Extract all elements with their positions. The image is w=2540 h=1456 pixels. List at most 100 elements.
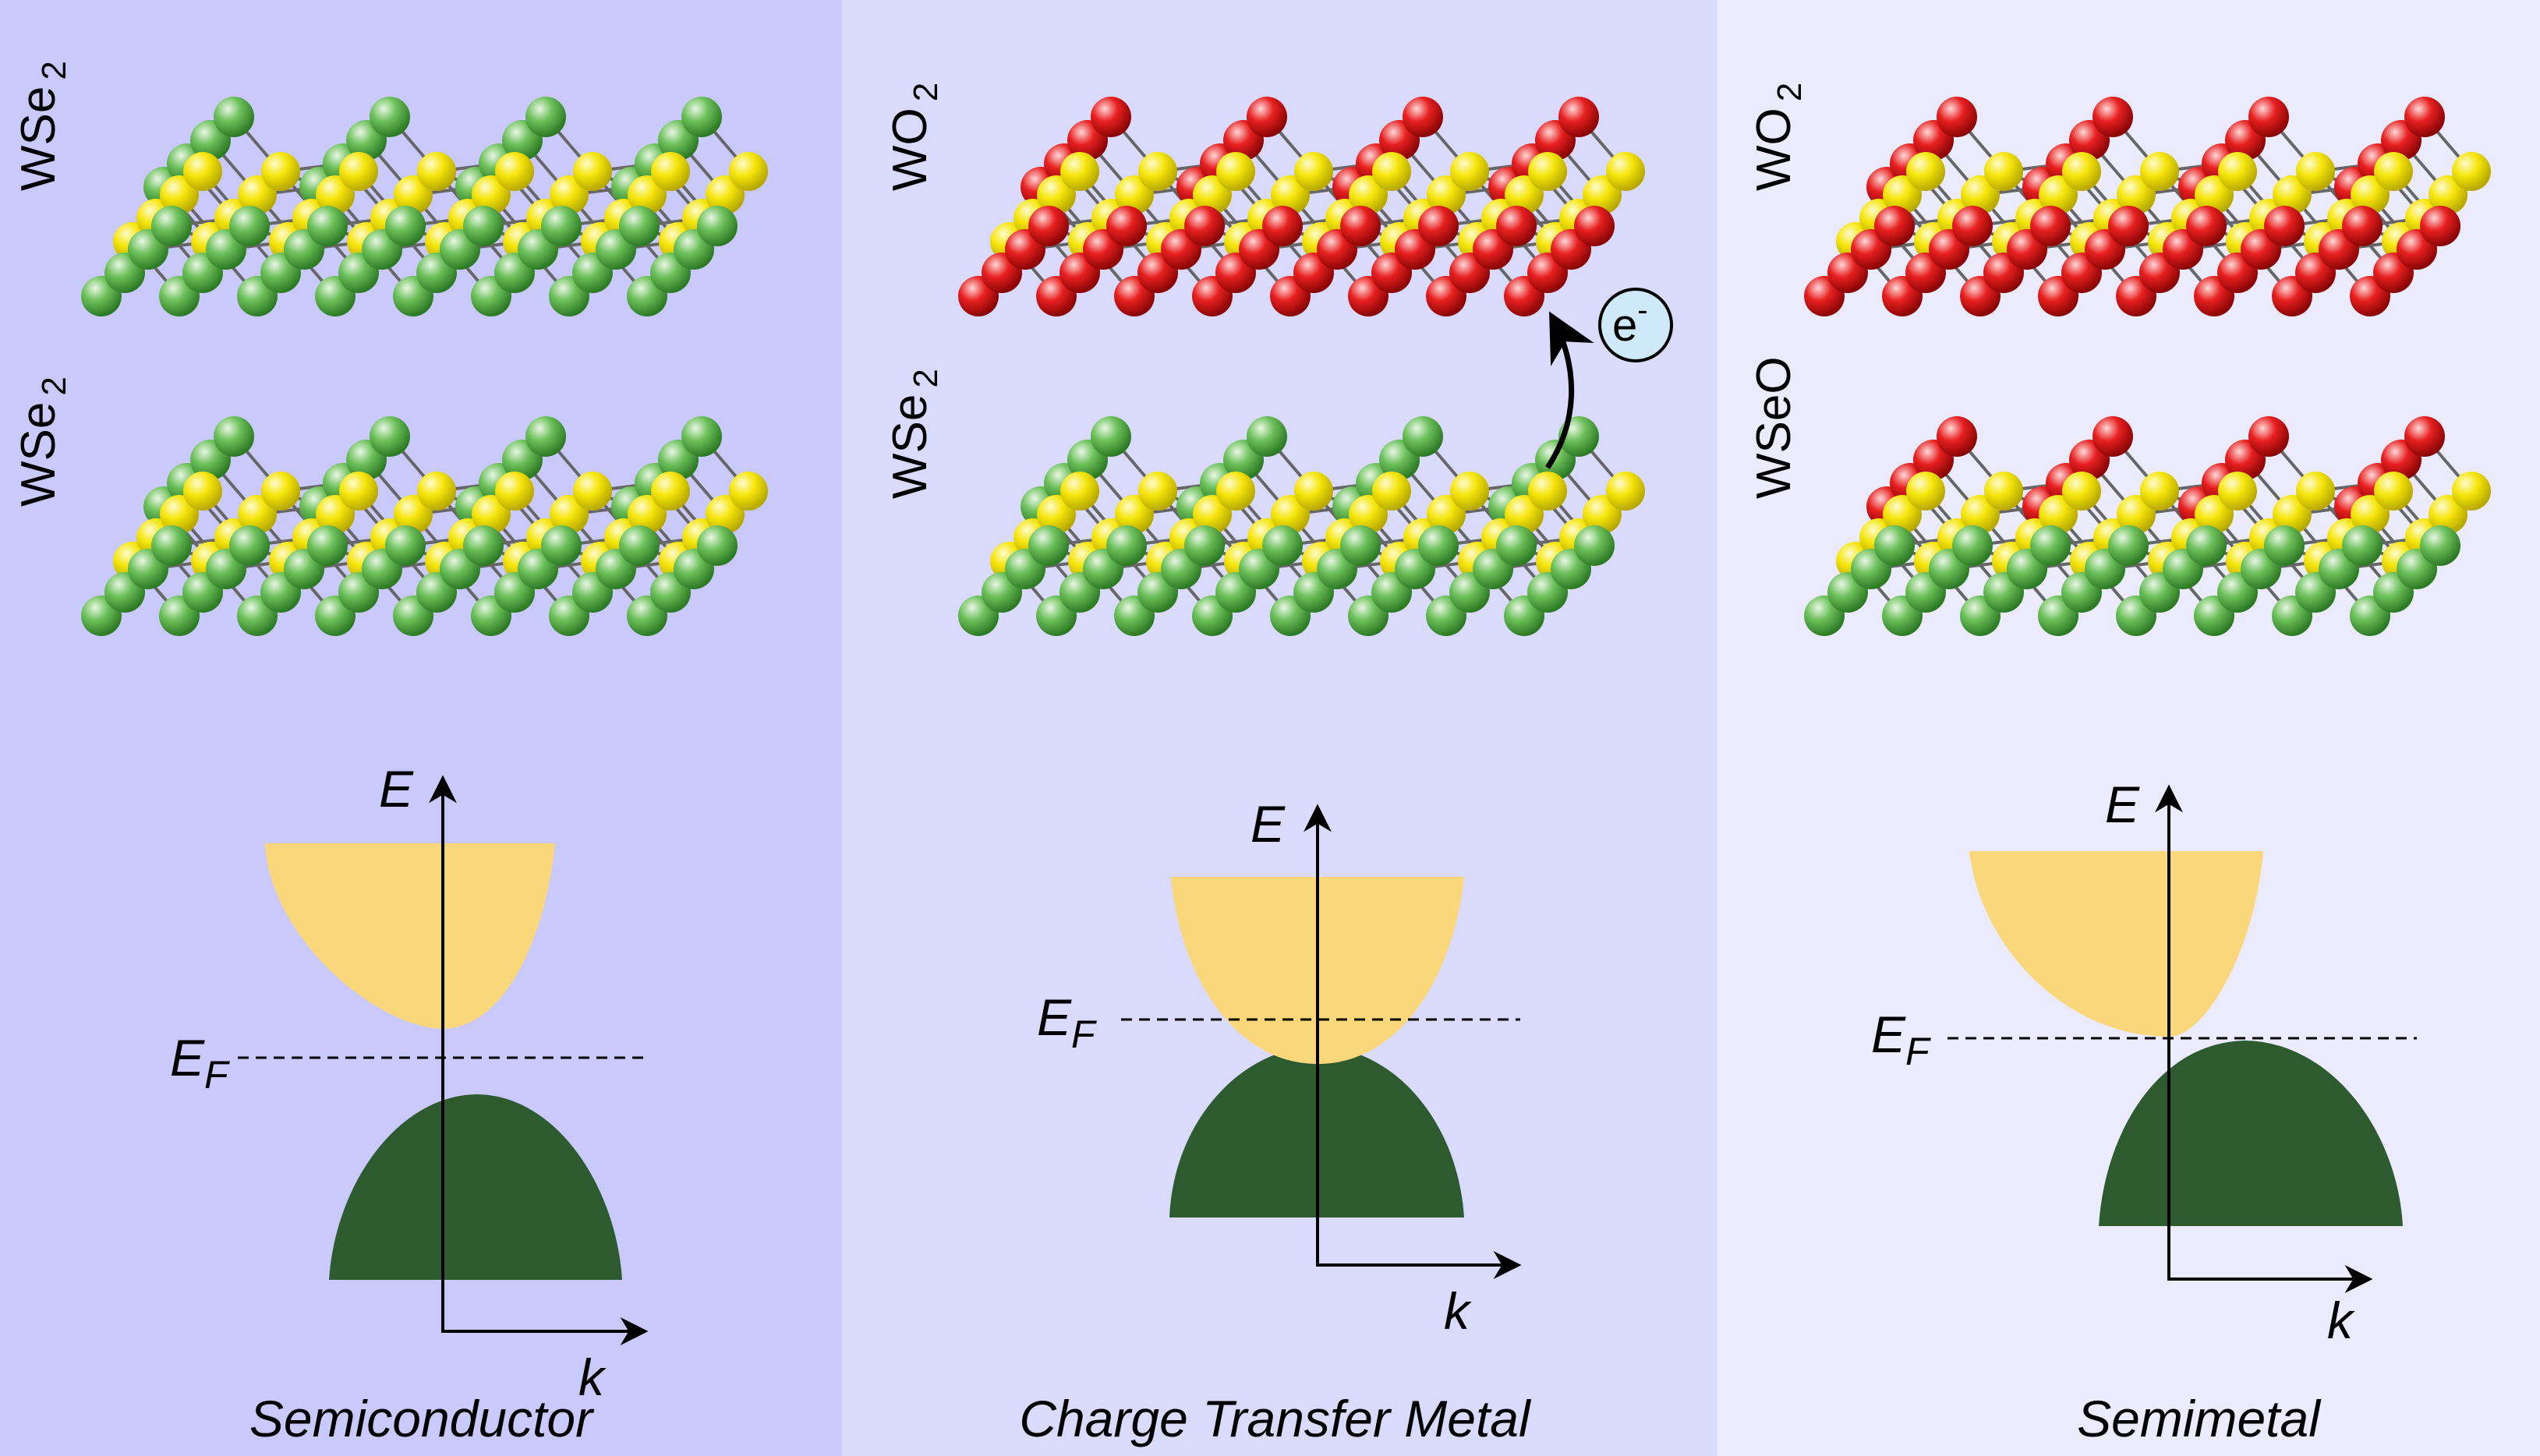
selenium-atom xyxy=(1262,525,1303,566)
selenium-atom xyxy=(525,416,566,457)
oxygen-atom xyxy=(1247,97,1287,137)
tungsten-atom xyxy=(1606,472,1645,511)
oxygen-atom xyxy=(1937,97,1977,137)
layer-label-p0-top: WSe2 xyxy=(12,61,73,191)
svg-text:WSe2: WSe2 xyxy=(12,376,73,507)
selenium-atom xyxy=(214,416,254,457)
lattice-p0-bottom xyxy=(81,416,768,636)
tungsten-atom xyxy=(1606,152,1645,191)
selenium-atom xyxy=(370,416,410,457)
selenium-atom xyxy=(681,416,722,457)
lattice-p1-bottom xyxy=(958,416,1645,636)
selenium-atom xyxy=(525,97,566,137)
selenium-atom xyxy=(151,525,192,566)
band-diagram-semiconductor: E k EF Semiconductor xyxy=(170,760,649,1447)
selenium-atom xyxy=(307,525,348,566)
lattice-p0-top xyxy=(81,97,768,316)
fermi-label: EF xyxy=(1871,1005,1931,1073)
energy-axis-label: E xyxy=(1251,795,1286,853)
selenium-atom xyxy=(229,525,270,566)
tungsten-atom xyxy=(1984,152,2023,191)
conduction-band xyxy=(1969,851,2263,1037)
lattice-p1-top xyxy=(958,97,1645,316)
oxygen-atom xyxy=(1574,206,1615,246)
selenium-atom xyxy=(2264,525,2305,566)
layer-label-p0-bottom: WSe2 xyxy=(12,376,73,507)
oxygen-atom xyxy=(1403,97,1443,137)
tungsten-atom xyxy=(2296,152,2335,191)
selenium-atom xyxy=(2186,525,2227,566)
selenium-atom xyxy=(619,206,660,246)
tungsten-atom xyxy=(417,472,456,511)
band-diagram-semimetal: E k EF Semimetal xyxy=(1871,776,2417,1447)
selenium-atom xyxy=(697,525,738,566)
oxygen-atom xyxy=(1262,206,1303,246)
tungsten-atom xyxy=(1984,472,2023,511)
oxygen-atom xyxy=(1874,206,1915,246)
caption-charge-transfer-metal: Charge Transfer Metal xyxy=(1019,1390,1532,1447)
selenium-atom xyxy=(2108,525,2149,566)
band-diagram-charge-transfer-metal: E k EF Charge Transfer Metal xyxy=(1019,795,1532,1447)
selenium-atom xyxy=(2420,525,2460,566)
conduction-band xyxy=(265,843,555,1029)
tungsten-atom xyxy=(729,472,768,511)
selenium-atom xyxy=(385,206,426,246)
selenium-atom xyxy=(1247,416,1287,457)
tungsten-atom xyxy=(1528,152,1567,191)
tungsten-atom xyxy=(2452,472,2491,511)
tungsten-atom xyxy=(261,152,300,191)
tungsten-atom xyxy=(183,472,222,511)
oxygen-atom xyxy=(1952,206,1993,246)
caption-semimetal: Semimetal xyxy=(2077,1390,2322,1447)
selenium-atom xyxy=(229,206,270,246)
valence-band xyxy=(329,1094,622,1280)
selenium-atom xyxy=(1028,525,1069,566)
oxygen-atom xyxy=(1091,97,1131,137)
momentum-axis-label: k xyxy=(578,1348,607,1406)
oxygen-atom xyxy=(1184,206,1225,246)
tungsten-atom xyxy=(651,152,690,191)
selenium-atom xyxy=(2030,525,2071,566)
oxygen-atom xyxy=(2030,206,2071,246)
svg-text:WSe2: WSe2 xyxy=(883,369,945,499)
selenium-atom xyxy=(1340,525,1381,566)
momentum-axis-label: k xyxy=(2327,1292,2355,1349)
tungsten-atom xyxy=(2140,152,2179,191)
layer-label-p2-top: WO2 xyxy=(1747,83,1809,191)
energy-axis-label: E xyxy=(379,760,414,818)
selenium-atom xyxy=(1874,525,1915,566)
tungsten-atom xyxy=(2374,472,2413,511)
tungsten-atom xyxy=(1906,472,1945,511)
selenium-atom xyxy=(307,206,348,246)
tungsten-atom xyxy=(2296,472,2335,511)
selenium-atom xyxy=(463,206,504,246)
tungsten-atom xyxy=(2374,152,2413,191)
fermi-label: EF xyxy=(170,1029,230,1097)
tungsten-atom xyxy=(651,472,690,511)
selenium-atom xyxy=(1106,525,1147,566)
atomic-lattices xyxy=(81,97,2491,636)
oxygen-atom xyxy=(2248,97,2289,137)
svg-text:e-: e- xyxy=(1612,293,1648,351)
tungsten-atom xyxy=(495,152,534,191)
tungsten-atom xyxy=(1528,472,1567,511)
selenium-atom xyxy=(151,206,192,246)
oxygen-atom xyxy=(1496,206,1537,246)
oxygen-atom xyxy=(2342,206,2383,246)
selenium-atom xyxy=(697,206,738,246)
oxygen-atom xyxy=(2264,206,2305,246)
tungsten-atom xyxy=(1372,472,1411,511)
oxygen-atom xyxy=(2248,416,2289,457)
tungsten-atom xyxy=(417,152,456,191)
svg-text:WSeO: WSeO xyxy=(1747,356,1801,499)
selenium-atom xyxy=(619,525,660,566)
tungsten-atom xyxy=(1906,152,1945,191)
valence-band xyxy=(2099,1041,2403,1226)
lattice-p2-bottom xyxy=(1804,416,2491,636)
tungsten-atom xyxy=(2218,152,2257,191)
lattice-p2-top xyxy=(1804,97,2491,316)
tungsten-atom xyxy=(573,152,612,191)
oxygen-atom xyxy=(1028,206,1069,246)
layer-label-p2-bottom: WSeO xyxy=(1747,356,1801,499)
